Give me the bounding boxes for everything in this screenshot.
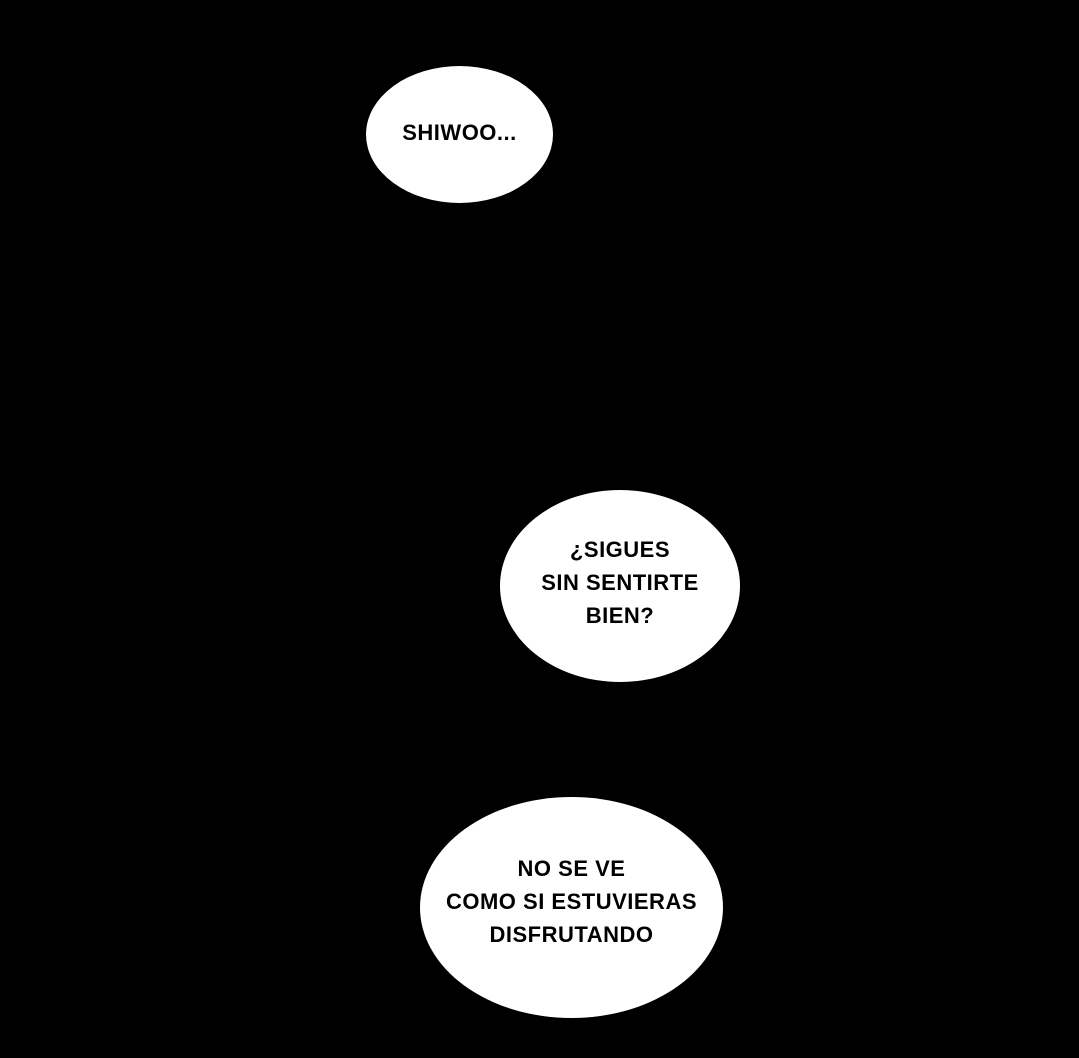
speech-bubble-3-text: NO SE VE COMO SI ESTUVIERAS DISFRUTANDO xyxy=(445,856,698,947)
speech-bubble-3: NO SE VE COMO SI ESTUVIERAS DISFRUTANDO xyxy=(420,797,723,1018)
speech-bubble-1-text: SHIWOO... xyxy=(402,120,517,145)
speech-bubble-2: ¿SIGUES SIN SENTIRTE BIEN? xyxy=(500,490,740,682)
speech-bubble-1: SHIWOO... xyxy=(366,66,553,203)
speech-bubble-2-text: ¿SIGUES SIN SENTIRTE BIEN? xyxy=(541,536,699,628)
